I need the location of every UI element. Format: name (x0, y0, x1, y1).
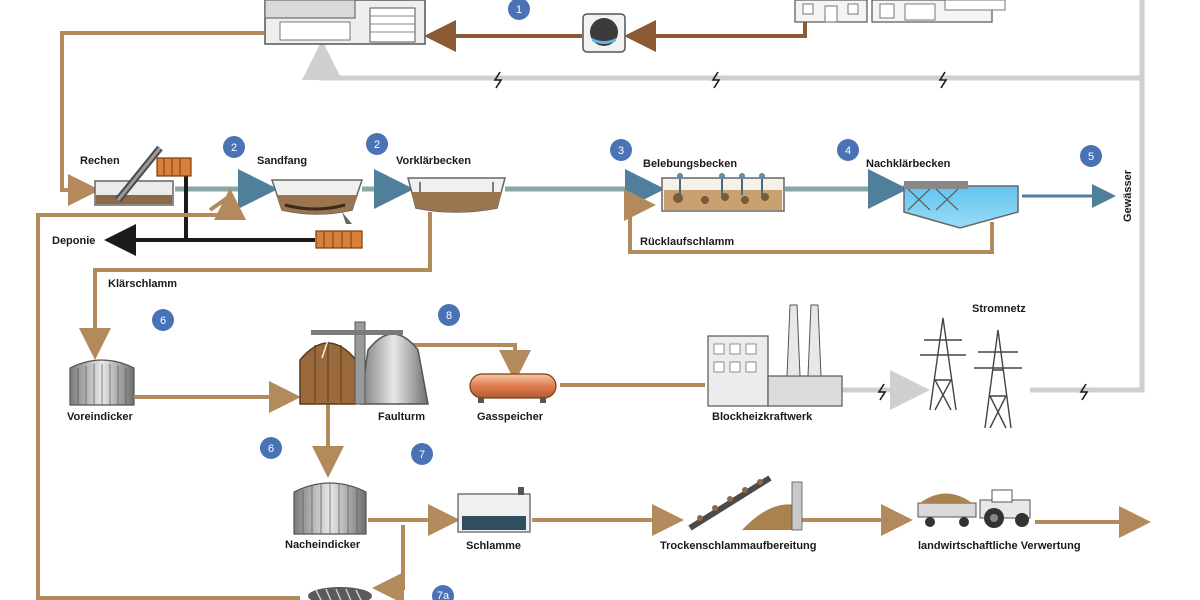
industry-building-icon (264, 0, 426, 45)
svg-text:5: 5 (1088, 151, 1094, 163)
sludge-lines (36, 188, 1151, 600)
svg-text:7: 7 (419, 449, 425, 461)
gas-holder-icon (469, 373, 557, 403)
label-rechen: Rechen (80, 155, 120, 167)
power-plant-icon (707, 304, 843, 407)
label-schlamme: Schlamme (466, 540, 521, 552)
residential-houses-icon (794, 0, 1006, 23)
thickener-tank-icon (293, 482, 367, 535)
aeration-tank-icon (661, 173, 785, 212)
step-badge: 1 (508, 0, 530, 20)
sludge-dryer-icon (688, 475, 803, 531)
step-badge: 7 (411, 443, 433, 465)
label-blockheizkraftwerk: Blockheizkraftwerk (712, 411, 813, 423)
svg-text:1: 1 (516, 4, 522, 16)
lightning-icon (493, 71, 1089, 401)
step-badge: 6 (260, 437, 282, 459)
label-klaerschlamm: Klärschlamm (108, 278, 177, 290)
screen-rake-icon (94, 145, 192, 206)
label-stromnetz: Stromnetz (972, 303, 1026, 315)
svg-text:7a: 7a (437, 590, 450, 600)
stage-labels: Rechen Sandfang Vorklärbecken Belebungsb… (52, 155, 1134, 552)
deponie-lines (104, 170, 315, 256)
digester-tower-icon (299, 321, 429, 405)
label-nacheindicker: Nacheindicker (285, 539, 361, 551)
svg-text:2: 2 (374, 139, 380, 151)
step-badge: 3 (610, 139, 632, 161)
label-ruecklaufschlamm: Rücklaufschlamm (640, 236, 734, 248)
label-vorklaerbecken: Vorklärbecken (396, 155, 471, 167)
label-verwertung: landwirtschaftliche Verwertung (918, 540, 1081, 552)
screw-press-icon (308, 587, 372, 600)
step-badge: 4 (837, 139, 859, 161)
step-badge: 6 (152, 309, 174, 331)
svg-text:4: 4 (845, 145, 851, 157)
sewer-pipe-icon (582, 13, 626, 53)
label-belebungsbecken: Belebungsbecken (643, 158, 737, 170)
label-faulturm: Faulturm (378, 411, 425, 423)
power-pylon-icon (920, 317, 1022, 429)
tractor-icon (917, 489, 1031, 528)
label-deponie: Deponie (52, 235, 95, 247)
label-sandfang: Sandfang (257, 155, 307, 167)
secondary-clarifier-icon (903, 181, 1019, 229)
dewatering-icon (457, 487, 531, 533)
svg-text:6: 6 (160, 315, 166, 327)
label-trockenschlamm: Trockenschlammaufbereitung (660, 540, 817, 552)
step-badges: 1 2 2 3 4 5 6 8 6 7 7a (152, 0, 1102, 600)
primary-clarifier-icon (407, 177, 506, 213)
step-badge: 8 (438, 304, 460, 326)
step-badge: 2 (366, 133, 388, 155)
step-badge: 5 (1080, 145, 1102, 167)
svg-text:3: 3 (618, 145, 624, 157)
svg-text:6: 6 (268, 443, 274, 455)
grit-chamber-icon (270, 179, 364, 249)
svg-text:8: 8 (446, 310, 452, 322)
label-gewaesser: Gewässer (1122, 169, 1134, 222)
thickener-tank-icon (69, 359, 135, 406)
label-nachklaerbecken: Nachklärbecken (866, 158, 951, 170)
step-badge: 2 (223, 136, 245, 158)
label-voreindicker: Voreindicker (67, 411, 134, 423)
svg-text:2: 2 (231, 142, 237, 154)
step-badge: 7a (432, 585, 454, 600)
label-gasspeicher: Gasspeicher (477, 411, 544, 423)
